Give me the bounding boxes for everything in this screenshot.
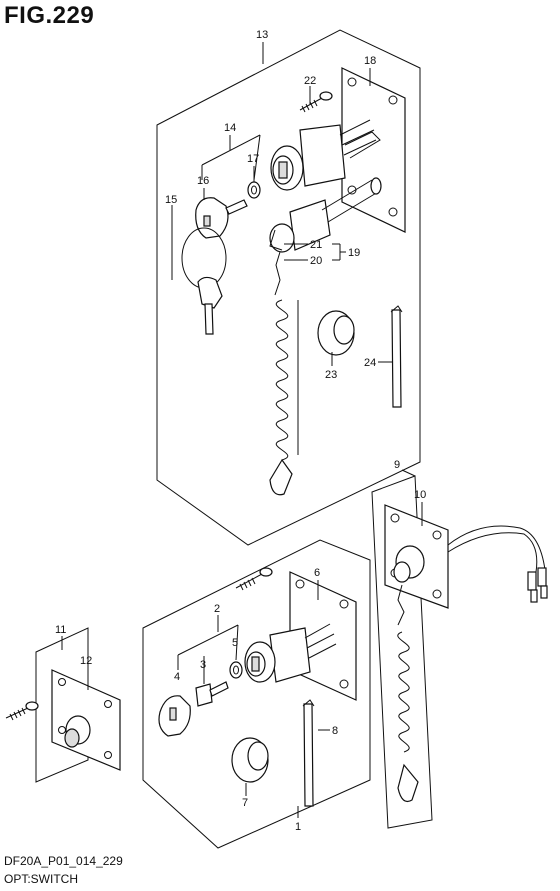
callout-22: 22 (304, 75, 316, 87)
mounting-panel-10 (384, 504, 449, 609)
callout-1: 1 (295, 821, 301, 833)
washer-17 (247, 181, 261, 199)
leader-lines (61, 42, 423, 818)
callout-24: 24 (364, 357, 376, 369)
tie-band-24 (390, 305, 403, 408)
group-13-frame (156, 29, 421, 546)
callout-17: 17 (247, 153, 259, 165)
screw-lower (235, 567, 273, 591)
washer-5 (229, 661, 243, 679)
screw-11 (5, 701, 39, 721)
callout-6: 6 (314, 567, 320, 579)
group-9-frame (371, 475, 433, 829)
callout-16: 16 (197, 175, 209, 187)
group-11-frame (35, 627, 89, 783)
cap-23 (317, 310, 355, 356)
callout-15: 15 (165, 194, 177, 206)
group-1-frame (142, 539, 371, 849)
callout-20: 20 (310, 255, 322, 267)
diagram-caption: OPT:SWITCH (4, 872, 78, 886)
callout-21: 21 (310, 239, 322, 251)
screw-22 (299, 91, 333, 113)
callout-8: 8 (332, 725, 338, 737)
key-3 (195, 681, 229, 707)
switch-panel-12 (51, 669, 121, 771)
tie-band-8 (302, 699, 315, 807)
key-cover-4 (158, 695, 191, 737)
callout-3: 3 (200, 659, 206, 671)
callout-13: 13 (256, 29, 268, 41)
wire-harness-10 (447, 525, 548, 603)
callout-12: 12 (80, 655, 92, 667)
ignition-switch-upper (270, 119, 381, 191)
callout-2: 2 (214, 603, 220, 615)
cap-7 (231, 737, 269, 783)
callout-labels: 13 18 22 14 17 16 15 21 19 20 23 24 9 10… (55, 29, 426, 833)
callout-5: 5 (232, 637, 238, 649)
diagram-code: DF20A_P01_014_229 (4, 854, 123, 868)
callout-7: 7 (242, 797, 248, 809)
callout-4: 4 (174, 671, 180, 683)
callout-18: 18 (364, 55, 376, 67)
callout-14: 14 (224, 122, 236, 134)
stop-switch-upper (269, 177, 382, 253)
callout-10: 10 (414, 489, 426, 501)
key-16 (195, 197, 248, 239)
key-15 (181, 227, 227, 335)
lanyard-cord-20 (269, 251, 299, 496)
callout-19: 19 (348, 247, 360, 259)
lanyard-cord-9 (397, 584, 419, 803)
callout-11: 11 (55, 624, 66, 636)
callout-23: 23 (325, 369, 337, 381)
ignition-switch-lower (244, 623, 337, 683)
callout-9: 9 (394, 459, 400, 471)
figure-title: FIG.229 (4, 2, 95, 29)
